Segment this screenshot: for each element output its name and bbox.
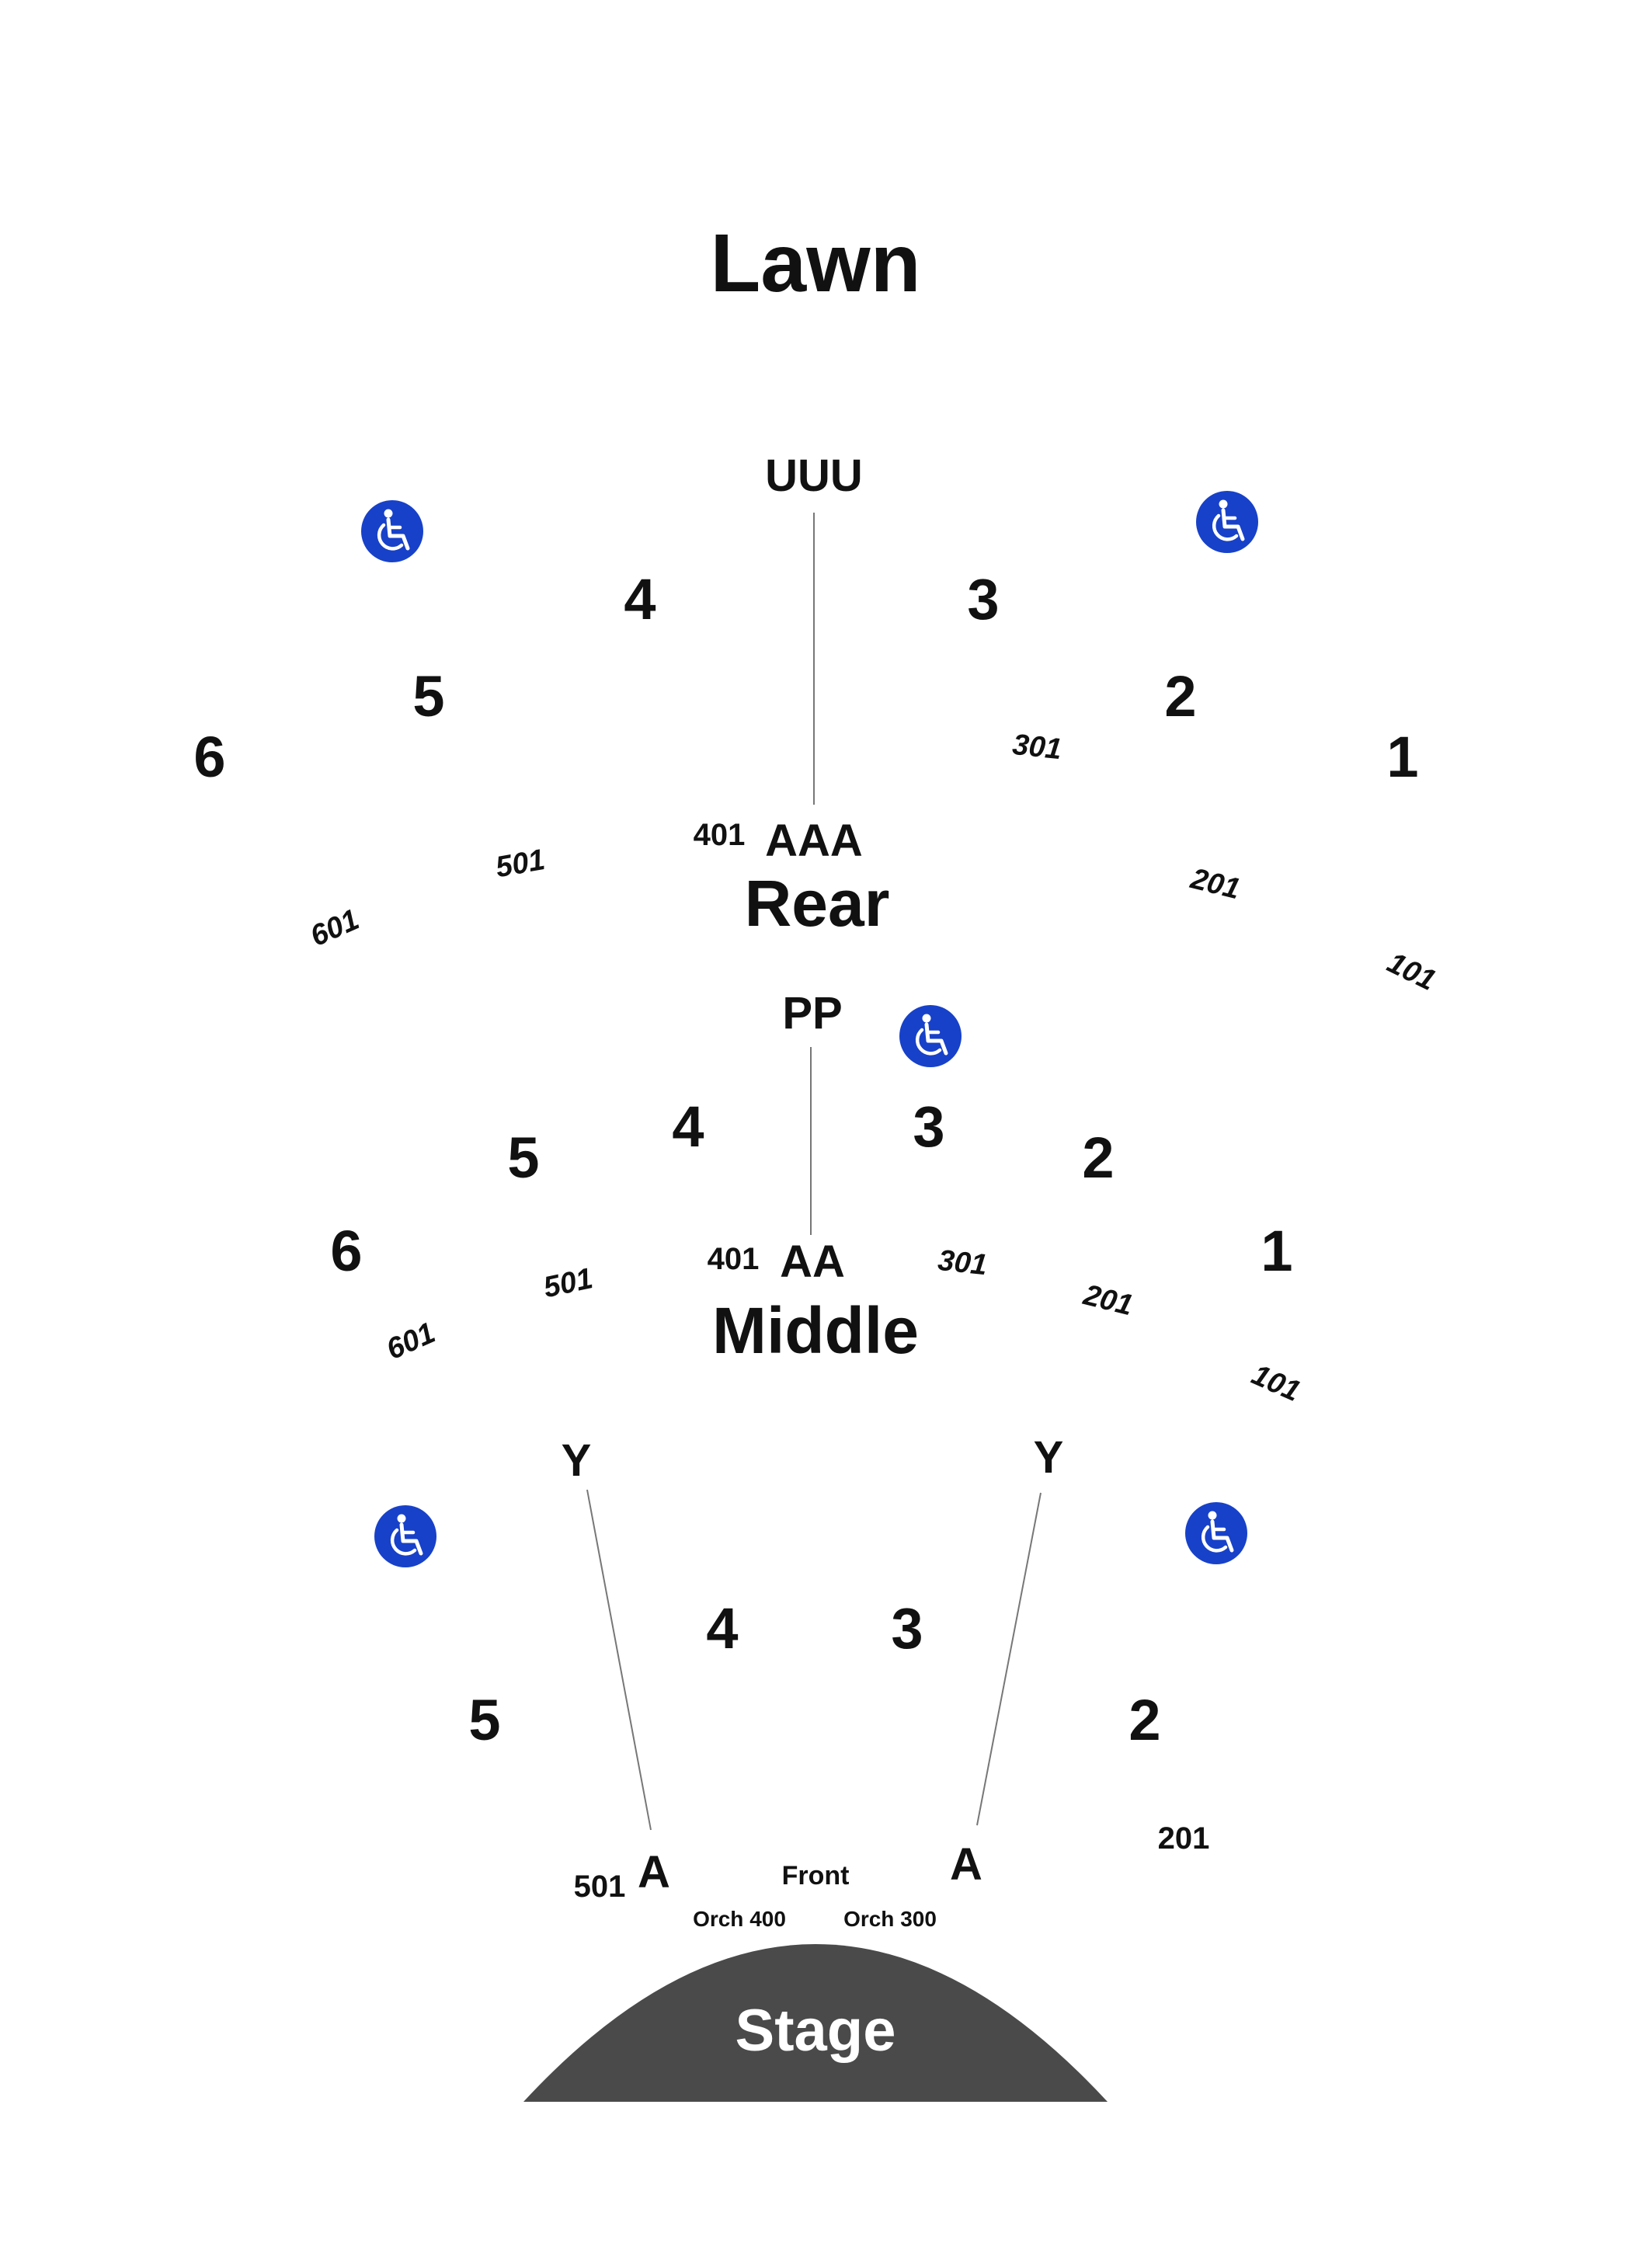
rear-section-3[interactable]: 3 (967, 567, 999, 631)
rear-section-6[interactable]: 6 (193, 725, 225, 789)
wheelchair-icon (374, 1505, 436, 1567)
stage-shape (523, 1944, 1108, 2102)
rear-seat-601: 601 (306, 903, 364, 953)
middle-seat-401: 401 (708, 1242, 760, 1276)
front-seat-201: 201 (1158, 1821, 1210, 1856)
rear-seat-201: 201 (1187, 862, 1243, 906)
stage-label: Stage (736, 1998, 896, 2064)
rear-section-4[interactable]: 4 (624, 567, 656, 631)
rear-section-1[interactable]: 1 (1386, 725, 1418, 789)
middle-row-pp: PP (782, 988, 842, 1038)
rear-section-2[interactable]: 2 (1164, 664, 1196, 729)
wheelchair-icon (1185, 1502, 1247, 1564)
wheelchair-icon (899, 1005, 962, 1067)
wheelchair-icon (361, 500, 423, 562)
rear-label: Rear (745, 867, 890, 940)
middle-section-6[interactable]: 6 (330, 1219, 362, 1283)
middle-seat-601: 601 (382, 1317, 440, 1366)
front-row-guide-right (976, 1492, 1042, 1826)
middle-section-2[interactable]: 2 (1082, 1125, 1114, 1190)
front-row-guide-left (586, 1489, 652, 1831)
wheelchair-icon (1196, 491, 1258, 553)
middle-section-1[interactable]: 1 (1261, 1219, 1292, 1283)
rear-row-uuu: UUU (765, 450, 863, 501)
middle-seat-301: 301 (937, 1244, 989, 1282)
rear-seat-401: 401 (694, 818, 746, 852)
middle-section-3[interactable]: 3 (913, 1094, 944, 1159)
rear-row-aaa: AAA (765, 816, 863, 866)
middle-seat-201: 201 (1080, 1278, 1136, 1322)
front-row-a-left: A (638, 1847, 670, 1898)
front-section-3[interactable]: 3 (891, 1596, 923, 1661)
front-row-a-right: A (950, 1839, 982, 1890)
orch-400-label: Orch 400 (693, 1907, 786, 1931)
middle-label: Middle (712, 1294, 919, 1367)
orch-300-label: Orch 300 (843, 1907, 937, 1931)
rear-seat-501: 501 (493, 844, 548, 884)
middle-section-5[interactable]: 5 (507, 1125, 539, 1190)
middle-seat-101: 101 (1247, 1358, 1305, 1408)
front-row-y-right: Y (1034, 1432, 1064, 1483)
front-section-4[interactable]: 4 (706, 1596, 738, 1661)
rear-section-5[interactable]: 5 (412, 664, 444, 729)
middle-seat-501: 501 (541, 1262, 596, 1304)
middle-row-aa: AA (780, 1237, 845, 1287)
rear-seat-101: 101 (1382, 946, 1441, 997)
middle-section-4[interactable]: 4 (672, 1094, 704, 1159)
front-section-5[interactable]: 5 (468, 1688, 500, 1752)
front-seat-501: 501 (574, 1870, 626, 1904)
lawn-label: Lawn (711, 217, 921, 309)
front-row-y-left: Y (562, 1435, 592, 1486)
rear-seat-301: 301 (1011, 729, 1063, 766)
front-label: Front (782, 1861, 850, 1891)
front-section-2[interactable]: 2 (1128, 1688, 1160, 1752)
